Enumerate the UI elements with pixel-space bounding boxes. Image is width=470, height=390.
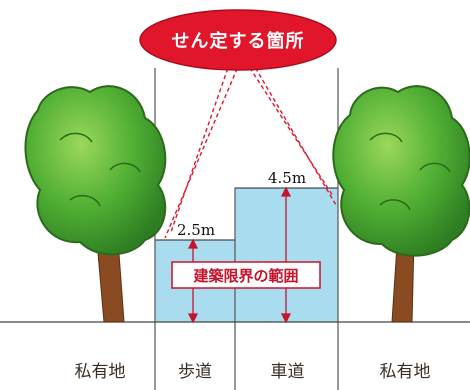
zone-sidewalk: 歩道 [178, 361, 212, 382]
zone-private-left: 私有地 [74, 361, 126, 382]
pruning-location-label: せん定する箇所 [171, 31, 305, 52]
sidewalk-height-label: 2.5m [177, 221, 216, 239]
clearance-label-box [171, 261, 321, 289]
callout-bubble [139, 9, 337, 71]
clearance-range-label: 建築限界の範囲 [193, 266, 299, 285]
tree-left [24, 85, 167, 323]
zone-roadway: 車道 [270, 361, 305, 382]
zone-private-right: 私有地 [379, 361, 431, 382]
clearance-area [154, 187, 339, 323]
tree-right [332, 85, 470, 323]
callout-pointers [164, 61, 337, 239]
roadway-height-label: 4.5m [268, 169, 307, 187]
